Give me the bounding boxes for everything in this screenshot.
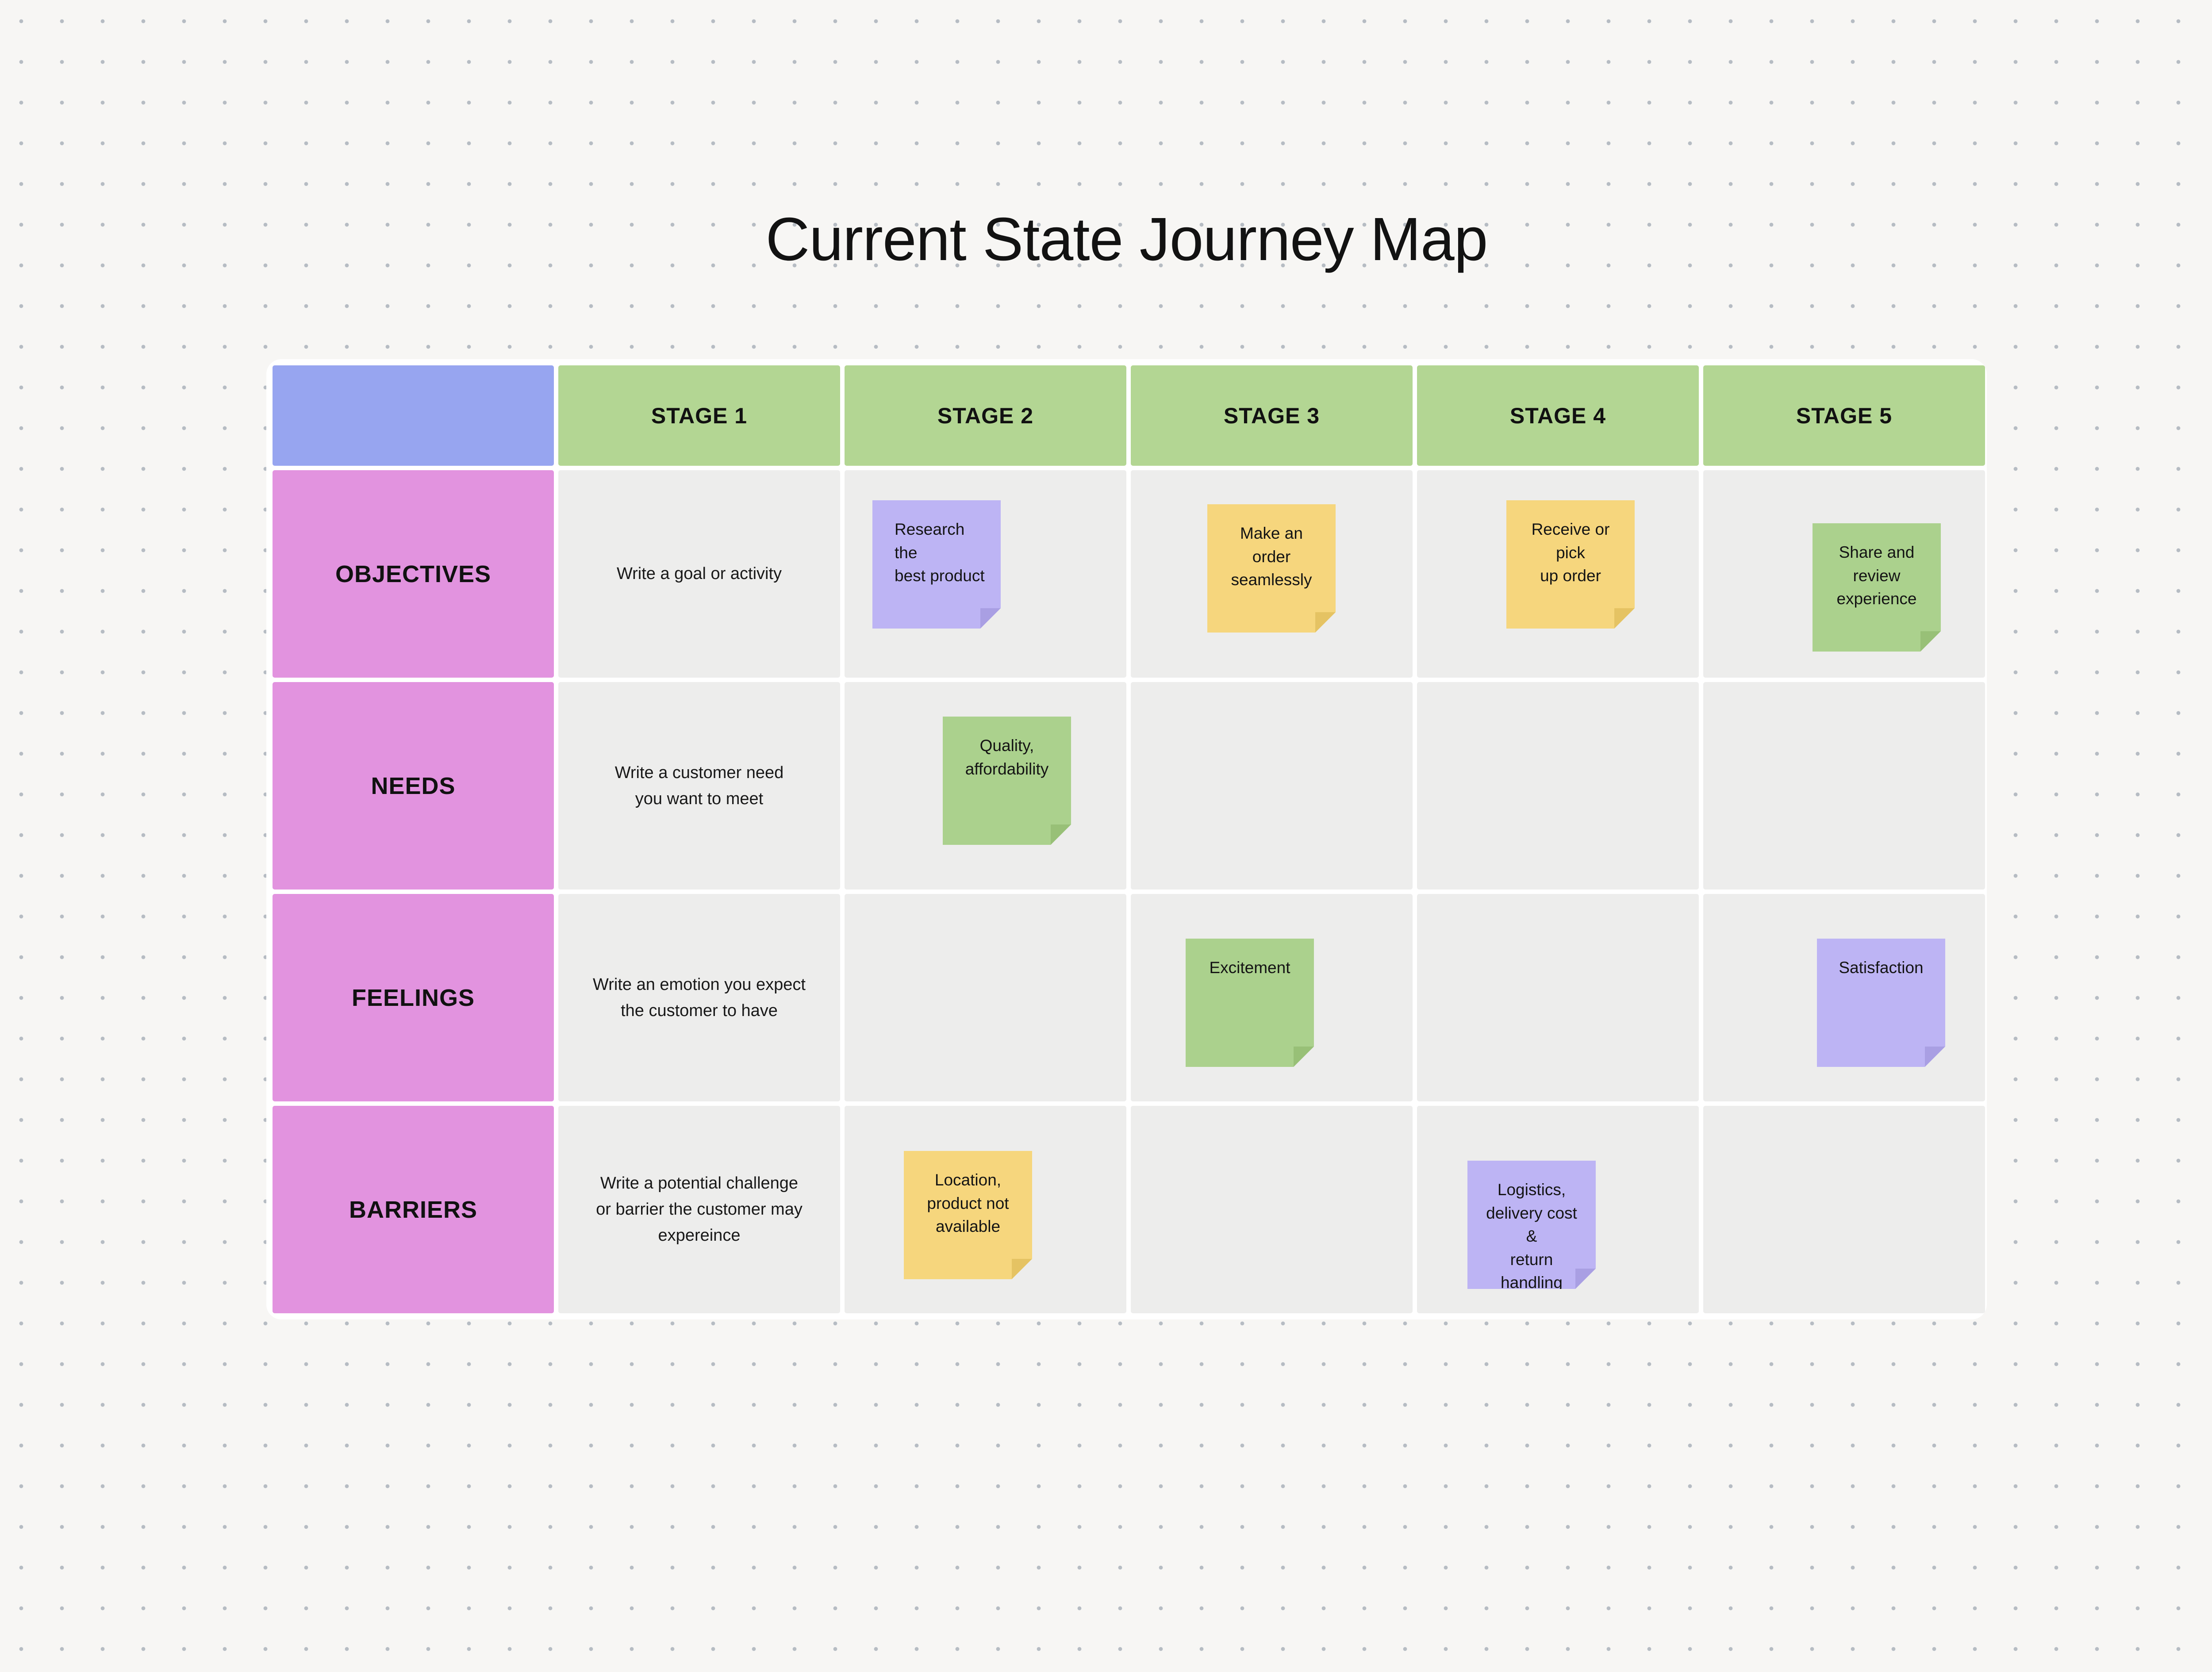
sticky-note-text: Quality, affordability xyxy=(965,736,1049,778)
board-title[interactable]: Current State Journey Map xyxy=(765,205,1488,273)
sticky-note-text: Research the best product xyxy=(895,520,985,585)
cell-feelings-stage-1[interactable]: Write an emotion you expect the customer… xyxy=(558,894,840,1101)
cell-hint-needs: Write a customer need you want to meet xyxy=(614,763,784,808)
row-label-feelings[interactable]: FEELINGS xyxy=(273,894,554,1101)
sticky-note-green[interactable]: Share and review experience xyxy=(1813,523,1941,652)
cell-barriers-stage-5[interactable] xyxy=(1703,1106,1985,1313)
cell-needs-stage-4[interactable] xyxy=(1417,682,1699,890)
stage-header-4[interactable]: STAGE 4 xyxy=(1417,365,1699,466)
sticky-note-green[interactable]: Quality, affordability xyxy=(943,717,1071,845)
sticky-note-yellow[interactable]: Make an order seamlessly xyxy=(1207,504,1336,633)
row-label-objectives[interactable]: OBJECTIVES xyxy=(273,470,554,678)
cell-hint-barriers: Write a potential challenge or barrier t… xyxy=(596,1174,803,1245)
sticky-note-green[interactable]: Excitement xyxy=(1186,939,1314,1067)
cell-needs-stage-1[interactable]: Write a customer need you want to meet xyxy=(558,682,840,890)
sticky-note-yellow[interactable]: Location, product not available xyxy=(904,1151,1032,1279)
sticky-note-text: Satisfaction xyxy=(1839,959,1924,977)
cell-needs-stage-3[interactable] xyxy=(1131,682,1413,890)
stage-header-5[interactable]: STAGE 5 xyxy=(1703,365,1985,466)
sticky-note-text: Logistics, delivery cost & return handli… xyxy=(1486,1181,1577,1292)
cell-feelings-stage-2[interactable] xyxy=(845,894,1126,1101)
row-label-barriers[interactable]: BARRIERS xyxy=(273,1106,554,1313)
cell-objectives-stage-1[interactable]: Write a goal or activity xyxy=(558,470,840,678)
cell-needs-stage-5[interactable] xyxy=(1703,682,1985,890)
cell-hint-feelings: Write an emotion you expect the customer… xyxy=(593,975,806,1020)
cell-hint-objectives: Write a goal or activity xyxy=(616,564,782,583)
sticky-note-text: Excitement xyxy=(1209,959,1290,977)
sticky-note-yellow[interactable]: Receive or pick up order xyxy=(1506,500,1635,629)
sticky-note-purple[interactable]: Satisfaction xyxy=(1817,939,1945,1067)
sticky-note-text: Location, product not available xyxy=(927,1171,1009,1236)
stage-header-1[interactable]: STAGE 1 xyxy=(558,365,840,466)
cell-barriers-stage-1[interactable]: Write a potential challenge or barrier t… xyxy=(558,1106,840,1313)
sticky-note-text: Make an order seamlessly xyxy=(1231,524,1312,589)
stage-header-2[interactable]: STAGE 2 xyxy=(845,365,1126,466)
cell-feelings-stage-4[interactable] xyxy=(1417,894,1699,1101)
row-label-needs[interactable]: NEEDS xyxy=(273,682,554,890)
sticky-note-purple[interactable]: Logistics, delivery cost & return handli… xyxy=(1467,1161,1596,1289)
corner-cell[interactable] xyxy=(273,365,554,466)
stage-header-3[interactable]: STAGE 3 xyxy=(1131,365,1413,466)
sticky-note-text: Receive or pick up order xyxy=(1531,520,1610,585)
sticky-note-text: Share and review experience xyxy=(1836,543,1917,608)
sticky-note-purple[interactable]: Research the best product xyxy=(872,500,1001,629)
cell-barriers-stage-3[interactable] xyxy=(1131,1106,1413,1313)
